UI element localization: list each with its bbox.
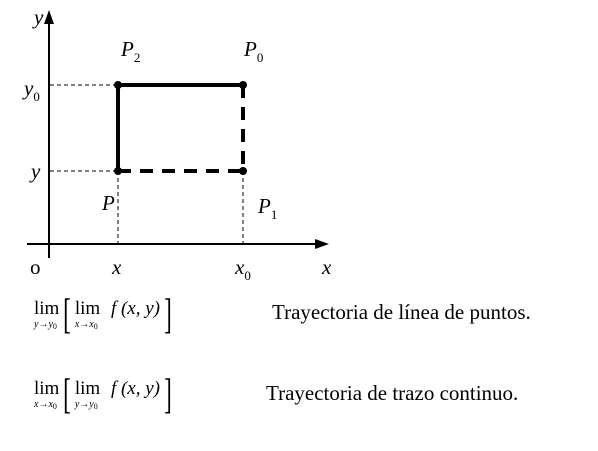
point-p2-label: P2 — [120, 37, 140, 65]
outer-limit-subscript: x→x0 — [34, 399, 57, 411]
inner-limit: lim x→x0 — [74, 298, 101, 331]
function-expression: f (x, y) — [110, 378, 160, 399]
tick-y0-label: y0 — [22, 76, 40, 104]
point-p-label: P — [101, 191, 115, 215]
axis-y-label: y — [32, 5, 44, 29]
description-dotted-path: Trayectoria de línea de puntos. — [272, 300, 531, 324]
x-axis-arrow-icon — [315, 239, 329, 249]
point-p0-dot — [239, 81, 247, 89]
outer-limit-subscript: y→y0 — [34, 319, 57, 331]
lim-text: lim — [74, 298, 101, 319]
tick-y-label: y — [29, 159, 41, 183]
formula-dotted-path: lim y→y0 [ lim x→x0 f (x, y) ] — [34, 292, 172, 338]
point-p2-dot — [114, 81, 122, 89]
inner-limit-subscript: x→x0 — [74, 319, 98, 331]
lim-text: lim — [74, 378, 101, 399]
lim-text: lim — [34, 298, 60, 319]
right-bracket-icon: ] — [163, 292, 172, 338]
point-p1-label: P1 — [257, 194, 277, 222]
y-axis-arrow-icon — [44, 10, 54, 24]
outer-limit: lim x→x0 — [34, 378, 60, 411]
left-bracket-icon: [ — [63, 292, 71, 338]
lim-text: lim — [34, 378, 60, 399]
inner-limit: lim y→y0 — [74, 378, 101, 411]
function-expression: f (x, y) — [110, 298, 160, 319]
right-bracket-icon: ] — [163, 372, 172, 418]
point-p-dot — [114, 167, 122, 175]
axis-x-label: x — [321, 255, 332, 279]
tick-x-label: x — [111, 255, 122, 279]
inner-limit-subscript: y→y0 — [74, 399, 98, 411]
outer-limit: lim y→y0 — [34, 298, 60, 331]
tick-x0-label: x0 — [234, 255, 251, 283]
dashed-path — [118, 85, 245, 173]
formula-continuous-path: lim x→x0 [ lim y→y0 f (x, y) ] — [34, 372, 172, 418]
continuous-path — [116, 83, 243, 171]
description-continuous-path: Trayectoria de trazo continuo. — [266, 381, 519, 405]
left-bracket-icon: [ — [63, 372, 71, 418]
origin-label: o — [30, 255, 41, 279]
point-p1-dot — [239, 167, 247, 175]
point-p0-label: P0 — [243, 37, 263, 65]
path-diagram: y x y0 y x x0 P2 P0 P P1 o — [22, 5, 332, 283]
